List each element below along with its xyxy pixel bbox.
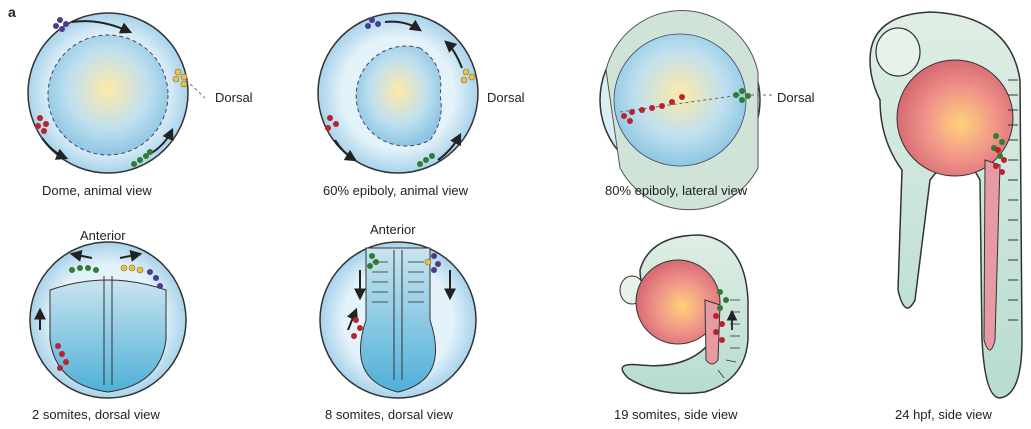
dorsal-label-60: Dorsal	[487, 90, 525, 105]
caption-2-somites: 2 somites, dorsal view	[32, 407, 160, 422]
caption-60-epiboly: 60% epiboly, animal view	[323, 183, 468, 198]
caption-24hpf: 24 hpf, side view	[895, 407, 992, 422]
anterior-label-8: Anterior	[370, 222, 416, 237]
embryo-24hpf	[869, 11, 1023, 399]
panel-letter: a	[8, 4, 16, 20]
caption-80-epiboly: 80% epiboly, lateral view	[605, 183, 748, 198]
dorsal-label-80: Dorsal	[777, 90, 815, 105]
embryo-2-somites	[29, 241, 187, 399]
embryo-dome	[27, 12, 206, 174]
embryo-60-epiboly	[317, 12, 479, 174]
embryo-8-somites	[319, 241, 477, 399]
caption-dome: Dome, animal view	[42, 183, 152, 198]
embryo-80-epiboly	[599, 10, 775, 211]
anterior-label-2: Anterior	[80, 228, 126, 243]
caption-8-somites: 8 somites, dorsal view	[325, 407, 453, 422]
embryo-19-somites	[619, 234, 749, 395]
caption-19-somites: 19 somites, side view	[614, 407, 738, 422]
dorsal-label-dome: Dorsal	[215, 90, 253, 105]
